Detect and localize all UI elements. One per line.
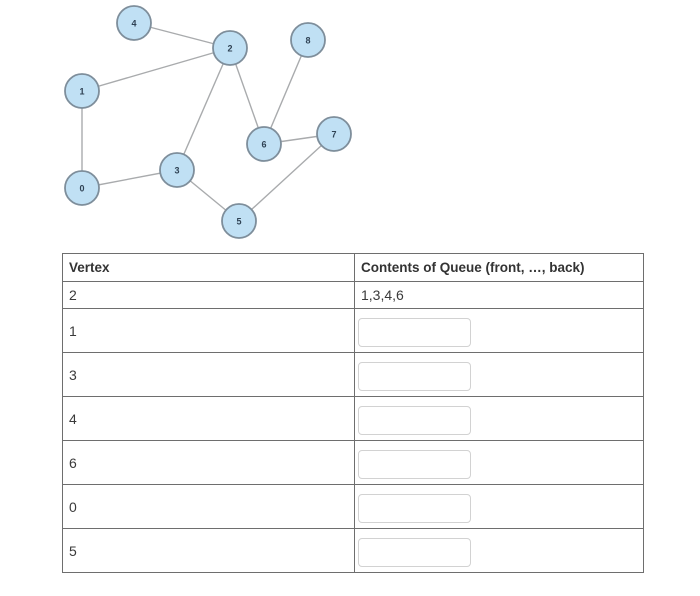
queue-input-vertex-5[interactable]	[358, 538, 471, 567]
table-row-vertex-6: 6	[62, 440, 644, 485]
queue-column-header: Contents of Queue (front, …, back)	[354, 253, 644, 282]
queue-input-vertex-1[interactable]	[358, 318, 471, 347]
graph-node-4	[116, 5, 152, 41]
vertex-cell: 6	[62, 440, 355, 485]
graph-node-label-2: 2	[227, 44, 232, 54]
graph-node-label-0: 0	[79, 184, 84, 194]
vertex-cell: 5	[62, 528, 355, 573]
graph-node-label-3: 3	[174, 166, 179, 176]
graph-node-2	[212, 30, 248, 66]
table-row-vertex-1: 1	[62, 308, 644, 353]
graph-node-8	[290, 22, 326, 58]
graph-node-label-6: 6	[261, 140, 266, 150]
queue-input-vertex-4[interactable]	[358, 406, 471, 435]
graph-node-label-1: 1	[79, 87, 84, 97]
graph-edge-5-7	[238, 133, 335, 222]
graph-node-label-7: 7	[331, 130, 336, 140]
queue-cell	[354, 396, 644, 441]
vertex-cell: 1	[62, 308, 355, 353]
queue-input-vertex-3[interactable]	[358, 362, 471, 391]
graph-node-1	[64, 73, 100, 109]
table-row-vertex-0: 0	[62, 484, 644, 529]
graph-node-5	[221, 203, 257, 239]
queue-input-vertex-6[interactable]	[358, 450, 471, 479]
vertex-cell: 3	[62, 352, 355, 397]
vertex-cell: 0	[62, 484, 355, 529]
table-row-vertex-5: 5	[62, 528, 644, 573]
graph-edge-3-2	[176, 47, 231, 171]
queue-cell	[354, 528, 644, 573]
queue-cell	[354, 308, 644, 353]
queue-input-vertex-0[interactable]	[358, 494, 471, 523]
table-row-vertex-2: 2 1,3,4,6	[62, 281, 644, 309]
table-row-vertex-3: 3	[62, 352, 644, 397]
queue-cell	[354, 484, 644, 529]
vertex-cell: 4	[62, 396, 355, 441]
queue-table: Vertex Contents of Queue (front, …, back…	[62, 253, 644, 573]
graph-node-label-5: 5	[236, 217, 241, 227]
queue-value: 1,3,4,6	[361, 287, 404, 303]
graph-edge-6-8	[263, 39, 309, 145]
graph-node-3	[159, 152, 195, 188]
graph-diagram: 4 2 8 1 6 7 3 0 5	[64, 5, 352, 239]
vertex-cell: 2	[62, 281, 355, 309]
table-header-row: Vertex Contents of Queue (front, …, back…	[62, 253, 644, 282]
table-row-vertex-4: 4	[62, 396, 644, 441]
graph-node-0	[64, 170, 100, 206]
graph-node-7	[316, 116, 352, 152]
graph-node-6	[246, 126, 282, 162]
queue-cell	[354, 352, 644, 397]
graph-node-label-4: 4	[131, 19, 136, 29]
graph-edge-1-2	[81, 47, 231, 92]
graph-node-label-8: 8	[305, 36, 310, 46]
vertex-column-header: Vertex	[62, 253, 355, 282]
queue-cell: 1,3,4,6	[354, 281, 644, 309]
queue-cell	[354, 440, 644, 485]
